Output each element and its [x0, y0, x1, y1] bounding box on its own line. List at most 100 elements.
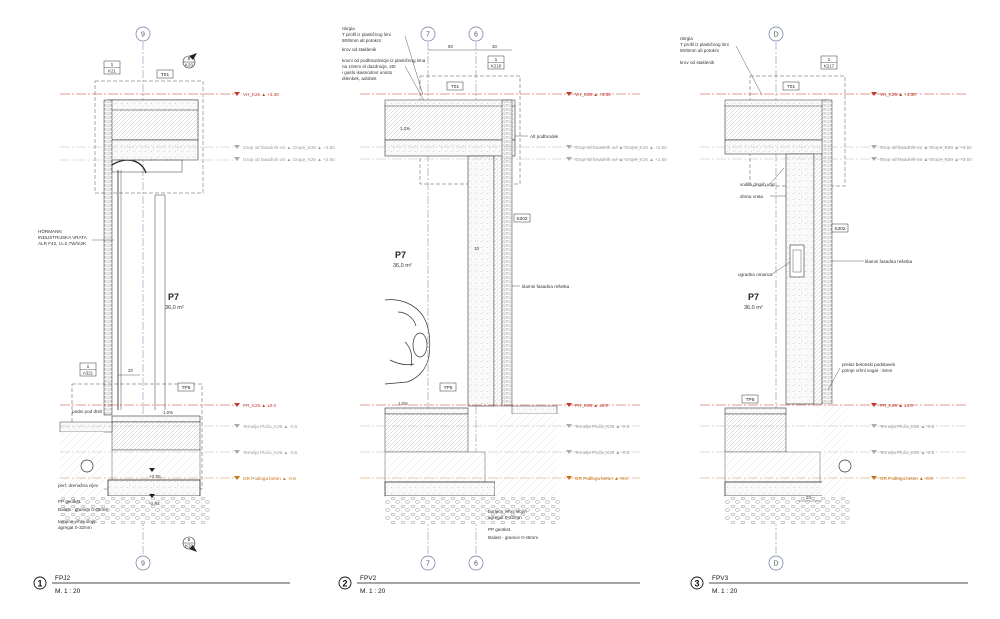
svg-text:PR_K26 ▲ ±0.0: PR_K26 ▲ ±0.0 — [575, 403, 609, 408]
room-area: 36,0 m² — [393, 263, 412, 269]
grid-label: 6 — [474, 32, 478, 39]
note-top-6: na 10mm el dazdnicje, 20r — [342, 64, 396, 69]
dim-20: 20 — [806, 495, 811, 500]
svg-text:Temelja Ploča_K26 ▲ -0.5: Temelja Ploča_K26 ▲ -0.5 — [880, 424, 935, 429]
note-top-5: kovni od podbrazdnicje iz plastičnog lim… — [342, 58, 426, 63]
door-note-1: HÖRMANN — [38, 228, 62, 234]
svg-text:1: 1 — [37, 579, 42, 589]
tp5-tag: TP5 — [746, 397, 755, 403]
note-floor: padni pod drsli — [72, 409, 102, 414]
svg-text:FPV3: FPV3 — [712, 575, 729, 582]
svg-text:VH_K26 ▲ +3.30: VH_K26 ▲ +3.30 — [880, 92, 916, 97]
svg-text:FPV2: FPV2 — [360, 575, 377, 582]
side-note-4: klamni fasadna rešetka — [865, 259, 913, 264]
grid-marker-7-bottom — [420, 555, 436, 571]
svg-text:Grup od fasadnih ovi ▲ Grupe_K: Grup od fasadnih ovi ▲ Grupe_K26 ▲ +2.50 — [575, 157, 667, 162]
grid-marker-bottom — [135, 555, 151, 571]
svg-text:K217: K217 — [824, 64, 835, 69]
level-labels-1: VH_K26 ▲ +3.30 Grup od fasadnih ovi ▲ Gr… — [234, 92, 335, 481]
grid-marker-6-bottom — [468, 555, 484, 571]
level-marker-1: +0.55 — [149, 468, 161, 479]
detail-1: 9 9 5 K20 5 K20 1 K21 T01 — [33, 26, 290, 595]
side-note-1: Alt podbrodek — [530, 134, 559, 139]
grid-label: 7 — [426, 32, 430, 39]
svg-text:Grup od fasadnih ovi ▲ Grupe_K: Grup od fasadnih ovi ▲ Grupe_K26 ▲ +2.50 — [880, 145, 972, 150]
detail-2: 7 6 7 6 nbrgia T profil iz plastičnog li… — [338, 26, 640, 595]
tp5-tag: TP5 — [444, 385, 453, 391]
room-area: 36,0 m² — [165, 305, 184, 311]
section-marker-top: 5 K20 — [182, 53, 197, 69]
level-marker-2: -0.81 — [149, 494, 160, 506]
svg-text:M. 1 : 20: M. 1 : 20 — [55, 588, 81, 595]
note-top-2: T profil iz plastičnog limi — [342, 32, 391, 37]
room-area: 36,0 m² — [744, 305, 763, 311]
svg-text:PR_K26 ▲ ±0.0: PR_K26 ▲ ±0.0 — [243, 403, 277, 408]
slope: 1.0% — [163, 410, 173, 415]
svg-text:VH_K26 ▲ +3.30: VH_K26 ▲ +3.30 — [575, 92, 611, 97]
grid-label: 7 — [426, 561, 430, 568]
svg-text:K218: K218 — [491, 64, 502, 69]
note-geotext: PP geotkst. — [488, 527, 511, 532]
dim-10: 10 — [474, 246, 479, 251]
side-note-2: drsna vrata — [740, 194, 763, 199]
svg-text:VH_K26 ▲ +3.30: VH_K26 ▲ +3.30 — [243, 92, 279, 97]
svg-text:+0.55: +0.55 — [149, 474, 161, 479]
svg-text:M. 1 : 20: M. 1 : 20 — [360, 588, 386, 595]
grid-marker-bottom — [768, 555, 784, 571]
grid-label: D — [773, 32, 778, 39]
svg-text:GR Podloga beton ▲ -0.8: GR Podloga beton ▲ -0.8 — [243, 476, 296, 481]
note-ballast: Balast - granice 0-45mm — [58, 507, 108, 512]
svg-text:K21: K21 — [108, 69, 116, 74]
svg-text:Temelja Ploča_K26 ▲ -0.5: Temelja Ploča_K26 ▲ -0.5 — [575, 424, 630, 429]
note-drain: perf. drenažna cijev — [58, 483, 99, 488]
svg-text:Temelja Ploča_K26 ▲ -0.5: Temelja Ploča_K26 ▲ -0.5 — [880, 450, 935, 455]
svg-text:3: 3 — [694, 579, 699, 589]
ref-tag-bottom: 1 A321 — [79, 362, 97, 377]
note-geotext: PP geotkst. — [58, 499, 81, 504]
svg-text:5: 5 — [188, 537, 191, 543]
svg-text:PR_K26 ▲ ±0.0: PR_K26 ▲ ±0.0 — [880, 403, 914, 408]
grid-marker-7-top — [420, 26, 436, 42]
room-label: P7 — [168, 292, 179, 302]
ref-tag-top: 1 K217 — [820, 55, 838, 70]
detail-title-2: 2 FPV2 M. 1 : 20 — [338, 575, 640, 595]
detail-title-3: 3 FPV3 M. 1 : 20 — [690, 575, 968, 595]
grid-marker-6-top — [468, 26, 484, 42]
dim-50: 50 — [448, 44, 453, 49]
note-agregat: agregat 0-32mm — [58, 525, 92, 530]
svg-text:FPJ2: FPJ2 — [55, 575, 71, 582]
note-top-1: nbrgia — [680, 36, 693, 41]
note-ballast: Balast - granice 0-45mm — [488, 535, 538, 540]
grid-label: 9 — [141, 32, 145, 39]
svg-text:GR Podloga beton ▲ -0.8: GR Podloga beton ▲ -0.8 — [880, 476, 933, 481]
svg-text:M. 1 : 20: M. 1 : 20 — [712, 588, 738, 595]
svg-text:-0.81: -0.81 — [149, 501, 160, 506]
note-top-3: 50/8mm all potoknt — [342, 38, 382, 43]
grid-label: 6 — [474, 561, 478, 568]
slope-bottom: 1.0% — [398, 401, 408, 406]
detail-3: D D nbrgia T profil iz plastičnog limi 5… — [680, 26, 972, 595]
svg-text:K20: K20 — [185, 544, 193, 549]
t01-tag: T01 — [161, 72, 170, 78]
svg-text:Temelja Ploča_K26 ▲ -0.5: Temelja Ploča_K26 ▲ -0.5 — [243, 450, 298, 455]
grid-marker-top — [768, 26, 784, 42]
level-labels-3: VH_K26 ▲ +3.30 Grup od fasadnih ovi ▲ Gr… — [871, 92, 972, 481]
side-note-5: prelaz betonski podstavek — [842, 362, 896, 367]
note-top-7: i gaslo ikasnodovt uninto — [342, 70, 393, 75]
door-note-3: ALR F42, U=2,7W/m2K — [38, 241, 87, 246]
svg-text:Grup od fasadnih ovi ▲ Grupe_K: Grup od fasadnih ovi ▲ Grupe_K26 ▲ +2.50 — [243, 145, 335, 150]
note-agregat: agregat 0-32mm — [488, 515, 522, 520]
ref-tag-top: 1 K21 — [103, 60, 121, 75]
section-marker-bottom: 5 K20 — [182, 536, 197, 552]
svg-text:Grup od fasadnih ovi ▲ Grupe_K: Grup od fasadnih ovi ▲ Grupe_K26 ▲ +2.50 — [243, 157, 335, 162]
svg-text:Grup od fasadnih ovi ▲ Grupe_K: Grup od fasadnih ovi ▲ Grupe_K26 ▲ +2.50 — [575, 145, 667, 150]
level-labels-2: VH_K26 ▲ +3.30 Grup od fasadnih ovi ▲ Gr… — [566, 92, 667, 481]
note-top-4: krov od staklenik — [680, 60, 715, 65]
svg-text:1: 1 — [87, 364, 90, 370]
svg-text:2: 2 — [342, 579, 347, 589]
note-top-2: T profil iz plastičnog limi — [680, 42, 729, 47]
side-note-2: klamni fasadna rešetka — [522, 284, 570, 289]
note-tampon: tampon vrhni sloj/n — [488, 509, 527, 514]
svg-text:K20: K20 — [185, 63, 193, 68]
